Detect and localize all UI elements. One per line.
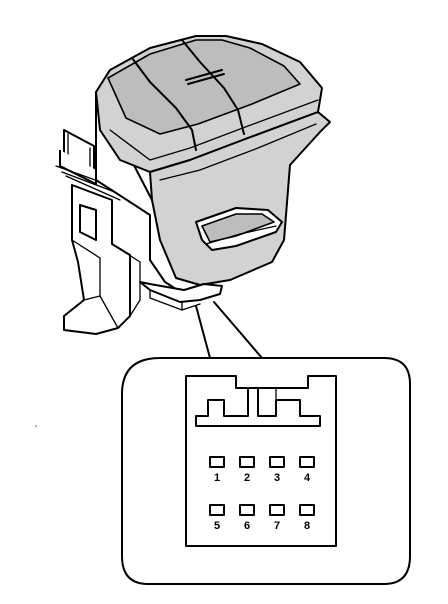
pin-label-5: 5	[214, 520, 220, 532]
scan-speck	[35, 425, 37, 427]
pin-3	[269, 456, 285, 468]
mounting-bracket	[63, 184, 141, 335]
connector-callout: 1 2 3 4 5 6 7 8	[121, 357, 411, 585]
pin-label-8: 8	[304, 520, 310, 532]
pin-label-3: 3	[274, 472, 280, 484]
pin-label-6: 6	[244, 520, 250, 532]
switch-assembly	[55, 35, 331, 335]
pin-7	[269, 504, 285, 516]
callout-frame	[121, 357, 411, 585]
pin-row-2: 5 6 7 8	[209, 504, 315, 532]
pin-label-2: 2	[244, 472, 250, 484]
callout-leader	[195, 301, 263, 359]
pin-row-1: 1 2 3 4	[209, 456, 315, 484]
connector-face	[185, 375, 337, 547]
rocker-cap	[95, 35, 323, 173]
pin-label-1: 1	[214, 472, 220, 484]
pin-8	[299, 504, 315, 516]
pin-1	[209, 456, 225, 468]
pin-label-7: 7	[274, 520, 280, 532]
pin-6	[239, 504, 255, 516]
pin-4	[299, 456, 315, 468]
pin-2	[239, 456, 255, 468]
switch-front-face	[149, 111, 331, 286]
pin-5	[209, 504, 225, 516]
connector-stub	[139, 281, 223, 311]
pin-label-4: 4	[304, 472, 311, 484]
